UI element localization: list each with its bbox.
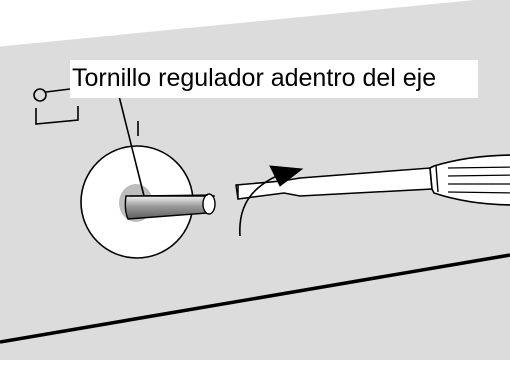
- callout-leader-line: [117, 91, 145, 197]
- panel-bottom-edge-line: [0, 253, 510, 344]
- setting-indicator: [33, 88, 139, 136]
- shaft: [124, 193, 216, 220]
- callout-label: Tornillo regulador adentro del eje: [72, 64, 437, 92]
- turning-arrow: [239, 165, 304, 237]
- panel-top-edge: [0, 0, 475, 47]
- callout-label-box: [70, 60, 478, 98]
